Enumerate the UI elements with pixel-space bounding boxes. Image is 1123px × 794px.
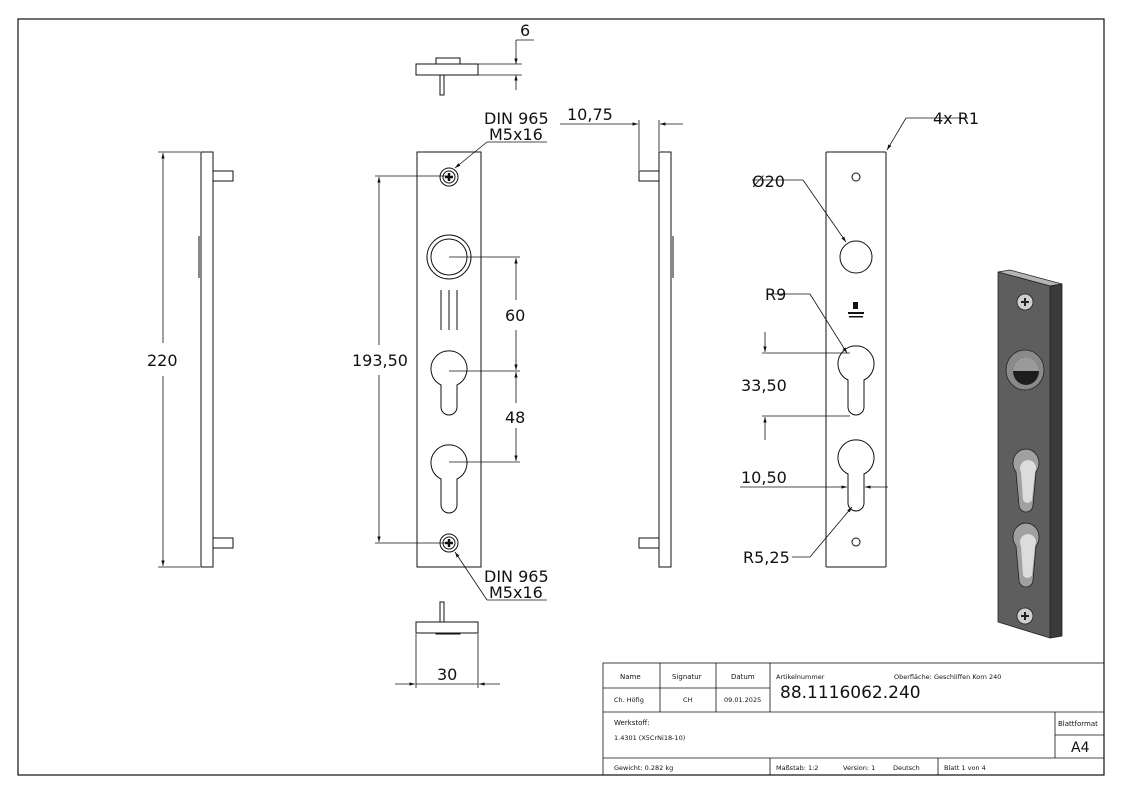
tb-werkstoff-label: Werkstoff: — [614, 719, 650, 727]
back-view — [825, 151, 887, 568]
isometric-view — [997, 269, 1063, 639]
top-view — [415, 57, 479, 96]
dim-height-total-label: 220 — [147, 351, 178, 370]
dim-thickness-label: 6 — [520, 21, 530, 40]
dim-cylinder-radius-label: R9 — [765, 285, 786, 304]
dim-height-holes-label: 193,50 — [352, 351, 408, 370]
tb-werkstoff: 1.4301 (X5CrNi18-10) — [614, 734, 685, 742]
tb-version: Version: 1 — [843, 764, 875, 772]
dim-cylinder-height-label: 33,50 — [741, 376, 787, 395]
dim-small-radius-label: R5,25 — [743, 548, 790, 567]
dim-spacing-60-label: 60 — [505, 306, 525, 325]
screw-top-line2: M5x16 — [489, 125, 543, 144]
tb-gewicht: Gewicht: 0.282 kg — [614, 764, 673, 772]
dim-spacing-48-label: 48 — [505, 408, 525, 427]
manufacturer-logo — [848, 302, 864, 318]
dim-offset-side — [560, 120, 683, 170]
tb-blattformat: A4 — [1071, 740, 1090, 756]
tb-blattformat-label: Blattformat — [1058, 720, 1098, 728]
dim-corner-radius-label: 4x R1 — [933, 109, 979, 128]
dim-height-total — [158, 151, 200, 568]
tb-artikel-label: Artikelnummer — [776, 673, 825, 681]
tb-name: Ch. Höfig — [614, 696, 644, 704]
tb-header-name: Name — [620, 673, 641, 681]
tb-sprache: Deutsch — [893, 764, 920, 772]
side-view-left — [198, 151, 234, 568]
tb-massstab: Maßstab: 1:2 — [776, 764, 818, 772]
bottom-view — [415, 601, 479, 635]
drawing-frame — [17, 18, 1105, 776]
dim-offset-side-label: 10,75 — [567, 105, 613, 124]
tb-datum: 09.01.2025 — [724, 696, 761, 704]
side-view-right — [638, 151, 674, 568]
tb-oberflaeche: Oberfläche: Geschliffen Korn 240 — [894, 673, 1001, 681]
front-view — [416, 151, 482, 568]
dim-cylinder-width-label: 10,50 — [741, 468, 787, 487]
screw-top-line1: DIN 965 — [484, 109, 549, 128]
dim-back — [740, 117, 968, 558]
tb-header-signatur: Signatur — [672, 673, 702, 681]
title-block-lines — [602, 662, 1105, 776]
dim-hole-diameter-label: Ø20 — [752, 172, 785, 191]
screw-bottom-line2: M5x16 — [489, 583, 543, 602]
tb-signatur: CH — [683, 696, 693, 704]
tb-artikelnummer: 88.1116062.240 — [780, 683, 921, 703]
dim-width — [395, 634, 500, 688]
tb-header-datum: Datum — [731, 673, 755, 681]
tb-blatt: Blatt 1 von 4 — [944, 764, 986, 772]
dim-front — [375, 141, 547, 601]
screw-bottom-line1: DIN 965 — [484, 567, 549, 586]
dim-width-label: 30 — [437, 665, 457, 684]
dim-thickness — [478, 39, 534, 90]
